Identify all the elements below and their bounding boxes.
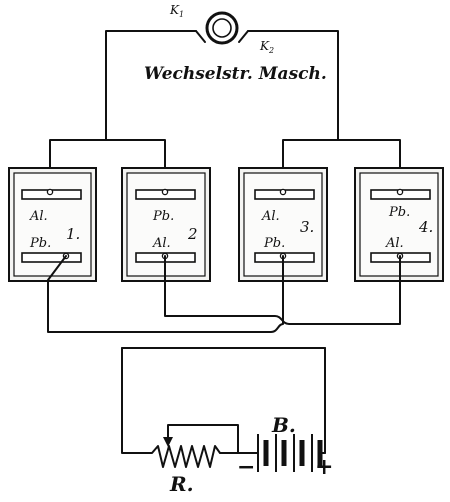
- wire-to-resistor: [121, 347, 147, 454]
- cell-3-number: 3.: [300, 218, 314, 236]
- generator-coil-outer: [205, 11, 239, 45]
- cell-3-top-terminal: [279, 188, 287, 196]
- cell-1-top-terminal: [46, 188, 54, 196]
- cell-3-top-plate-label: Al.: [261, 209, 280, 224]
- resistor-slider-arm: [167, 424, 239, 454]
- cell-4-top-plate-label: Pb.: [388, 205, 410, 220]
- cell-4: Pb. Al. 4.: [354, 167, 444, 282]
- terminal-k1-label: K1: [169, 3, 184, 19]
- cell-4-top-terminal: [396, 188, 404, 196]
- resistor-label: R.: [169, 472, 194, 496]
- cell-1-bottom-plate-label: Pb.: [29, 236, 51, 251]
- wire-bus-top-left: [49, 139, 166, 193]
- wire-bus-bottom-left: [47, 255, 284, 333]
- variable-resistor: [145, 424, 239, 468]
- cell-2-top-terminal: [161, 188, 169, 196]
- generator-lead-k2: [238, 30, 249, 43]
- resistor-coil: [145, 445, 239, 468]
- cell-2-top-plate-label: Pb.: [152, 209, 174, 224]
- ac-generator: [195, 11, 249, 45]
- wire-bus-top-right: [282, 139, 401, 193]
- cell-1-number: 1.: [66, 225, 80, 243]
- cell-3-bottom-plate-label: Pb.: [263, 236, 285, 251]
- cell-2-bottom-plate-label: Al.: [152, 236, 171, 251]
- generator-title: Wechselstr. Masch.: [144, 64, 327, 84]
- cell-3: Al. Pb. 3.: [238, 167, 328, 282]
- cell-4-bottom-plate-label: Al.: [385, 236, 404, 251]
- cell-1-top-plate-label: Al.: [29, 209, 48, 224]
- generator-coil-inner: [212, 18, 232, 38]
- wire-generator-left: [105, 30, 197, 141]
- battery-positive-sign: +: [315, 454, 333, 480]
- cell-1-bottom-plate: [21, 252, 82, 263]
- terminal-k2-label: K2: [259, 39, 274, 55]
- battery: [237, 434, 326, 472]
- cell-1: Al. Pb. 1.: [8, 167, 97, 282]
- battery-label: B.: [271, 413, 296, 437]
- cell-4-number: 4.: [418, 218, 433, 236]
- resistor-slider-arrow: [163, 437, 173, 447]
- generator-lead-k1: [195, 30, 206, 43]
- battery-negative-sign: −: [237, 454, 255, 480]
- wire-generator-right: [247, 30, 339, 141]
- cell-2-number: 2: [187, 225, 198, 243]
